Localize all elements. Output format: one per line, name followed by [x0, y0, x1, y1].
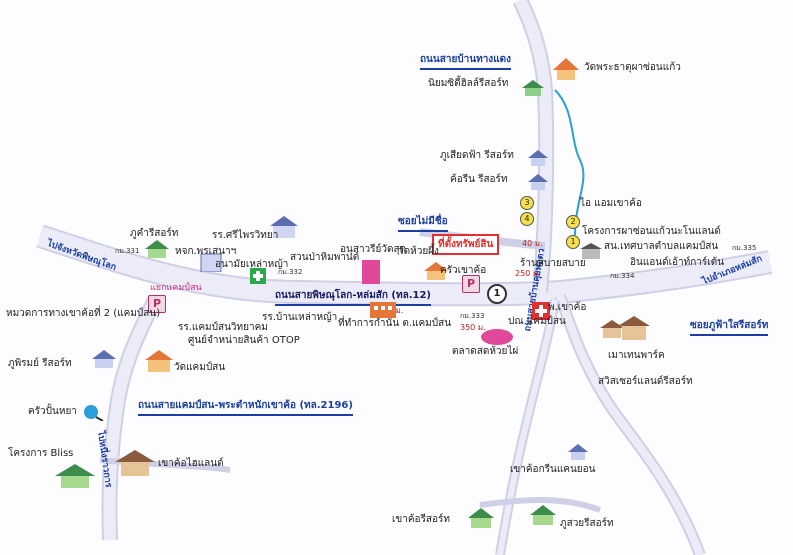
resort-icon [568, 444, 588, 460]
road-label-soi: ซอยไม่มีชื่อ [398, 214, 448, 232]
resort-icon [528, 150, 548, 166]
place-wat-kamp: วัดแคมป์สน [174, 362, 226, 373]
place-mor-kong: หมวดการทางเขาค้อที่ 2 (แคมป์สน) [6, 308, 161, 319]
place-krom-phi: ที่ทำการกำนัน ต.แคมป์สน [338, 318, 452, 329]
place-kho-rin: ค้อรีน รีสอร์ท [450, 174, 508, 185]
distance-350: 350 ม. [460, 323, 486, 332]
number-circle-2: 2 [566, 215, 580, 229]
market-icon [481, 329, 513, 345]
place-store-phra: หจก.พรเสนาฯ [175, 246, 237, 257]
hospital-icon [532, 302, 550, 320]
temple-icon [145, 350, 173, 372]
km-marker-333: กม.333 [460, 312, 485, 320]
school-icon [270, 216, 298, 238]
km-marker-332: กม.332 [278, 268, 303, 276]
place-suan-ban: สวนป่าหิมพานต์ [290, 252, 360, 263]
distance-250: 250 ม. [515, 269, 541, 278]
number-circle-4: 4 [520, 212, 534, 226]
resort-icon [522, 80, 544, 96]
parking-icon: P [148, 295, 166, 313]
km-marker-334: กม.334 [610, 272, 635, 280]
place-khao-kho-highland: เขาค้อไฮแลนด์ [158, 458, 224, 469]
parking-icon: P [462, 275, 480, 293]
place-khrua-pan: ครัวปั้นหยา [28, 406, 77, 417]
place-talad: ตลาดสดห้วยไผ่ [452, 346, 519, 357]
road-label-2196: ถนนสายแคมป์สน-พระตำหนักเขาค้อ (ทล.2196) [138, 398, 353, 416]
resort-icon [92, 350, 116, 368]
shop-icon [200, 253, 222, 272]
place-phu-kham: ภูคำรีสอร์ท [130, 228, 179, 239]
route-shield: 1 [487, 284, 507, 304]
road-label-soi-phufa: ซอยภูฟ้าใสรีสอร์ท [690, 318, 769, 336]
place-ror-ror-sri: รร.ศรีไพรวิทยา [212, 230, 279, 241]
project-icon [55, 464, 95, 488]
place-pai-kamp: ปณ.แคมป์สน [508, 316, 566, 327]
number-circle-1: 1 [566, 235, 580, 249]
junction-label: แยกแคมป์สน [150, 283, 202, 293]
road-label-main-highway: ถนนสายพิษณุโลก-หล่มสัก (ทล.12) [275, 288, 431, 306]
health-center-icon [250, 268, 266, 284]
place-sahamai: อนามัยเหล่าหญ้า [215, 259, 289, 270]
place-khao-kho-resort: เขาค้อรีสอร์ท [392, 514, 451, 525]
place-pho-khao-kho: พ.เขาค้อ [548, 302, 587, 313]
km-marker-331: กม.331 [115, 247, 140, 255]
resort-icon [528, 174, 548, 190]
place-ror-ror-kamp: รร.แคมป์สนวิทยาคม [178, 322, 268, 333]
place-io-aem: ไอ แอมเขาค้อ [580, 198, 642, 209]
place-green-canyon: เขาค้อกรีนแคนยอน [510, 464, 596, 475]
place-project-bliss: โครงการ Bliss [8, 448, 74, 459]
km-marker-335: กม.335 [732, 244, 757, 252]
place-otop: ศูนย์จำหน่ายสินค้า OTOP [188, 335, 300, 346]
number-circle-3: 3 [520, 196, 534, 210]
place-wat-phra-that: วัดพระธาตุผาซ่อนแก้ว [584, 62, 681, 73]
place-phu-sian: ภูเสียดฟ้า รีสอร์ท [440, 150, 514, 161]
place-ror-ror-ban: รร.บ้านเหล่าหญ้า [262, 312, 338, 323]
place-anusawari: อนุสาวรีย์วัดสุด [340, 244, 407, 255]
property-location-banner: ที่ตั้งทรัพย์สิน [432, 234, 500, 255]
highland-icon [115, 450, 155, 476]
road-label-thang-daeng: ถนนสายบ้านทางแดง [420, 52, 512, 70]
place-inn-and-out: อินแอนด์เอ้าท์การ์เด้น [630, 257, 725, 268]
temple-icon [553, 58, 579, 80]
place-phu-phirom: ภูพิรมย์ รีสอร์ท [8, 358, 72, 369]
municipal-icon [580, 243, 602, 259]
office-icon [370, 302, 396, 318]
place-swiss: สวิสเซอร์แลนด์รีสอร์ท [598, 376, 693, 387]
river [554, 89, 585, 236]
place-ran-sabai: ร้านสบายสบาย [520, 258, 586, 269]
temple-icon [424, 262, 448, 280]
place-sor-thetsaban: สน.เทศบาลตำบลแคมป์สน [604, 241, 719, 252]
restaurant-icon [84, 405, 104, 421]
distance-40: 40 ม. [522, 239, 543, 248]
resort-village-icon [600, 316, 650, 340]
place-wat-huay: วัดห้วยผึ้ง [398, 246, 439, 257]
resort-icon [145, 240, 169, 258]
resort-icon [468, 508, 494, 528]
place-mountain-park: เมาเทนพาร์ค [608, 350, 665, 361]
resort-icon [530, 505, 556, 525]
place-khrua: ครัวเขาค้อ [440, 265, 487, 276]
building-icon [362, 260, 380, 284]
place-phu-suay: ภูสวยรีสอร์ท [560, 518, 614, 529]
place-niyom: นิยมซิตี้ฮิลล์รีสอร์ท [428, 78, 509, 89]
place-project-pha-son: โครงการผาซ่อนแก้วนะโนแลนด์ [582, 226, 721, 237]
